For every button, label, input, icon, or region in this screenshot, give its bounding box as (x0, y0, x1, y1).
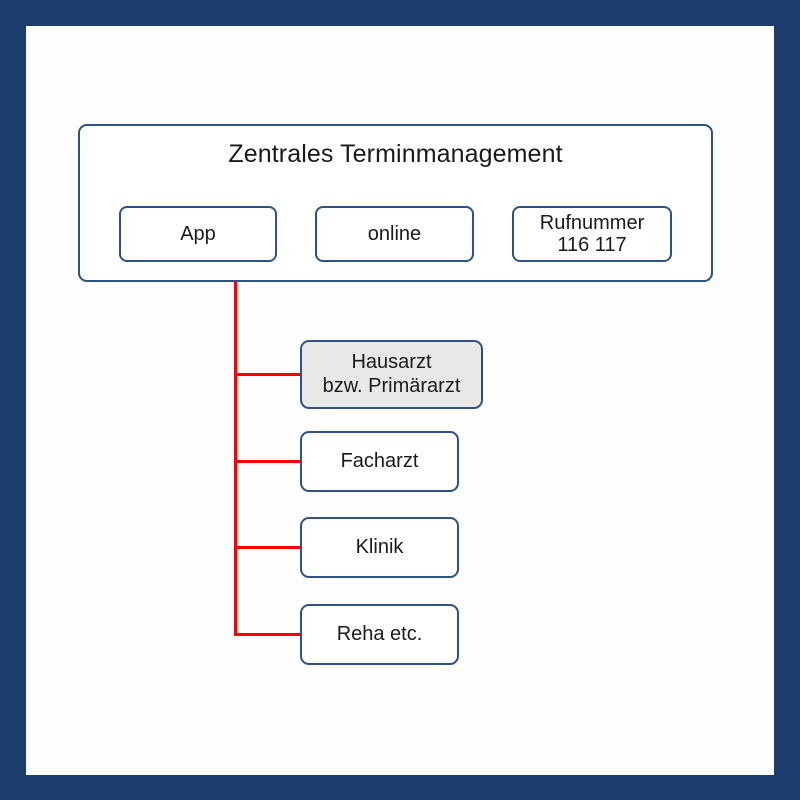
access-channel-online[interactable]: online (315, 206, 474, 262)
node-klinik[interactable]: Klinik (300, 517, 459, 578)
connector-branch-1 (234, 373, 302, 376)
node-facharzt[interactable]: Facharzt (300, 431, 459, 492)
node-reha[interactable]: Reha etc. (300, 604, 459, 665)
access-channel-app[interactable]: App (119, 206, 277, 262)
central-appointment-management-box: Zentrales Terminmanagement App online Ru… (78, 124, 713, 282)
connector-trunk (234, 282, 237, 635)
page-title: Zentrales Terminmanagement (228, 140, 563, 168)
connector-branch-4 (234, 633, 302, 636)
connector-branch-2 (234, 460, 302, 463)
connector-branch-3 (234, 546, 302, 549)
